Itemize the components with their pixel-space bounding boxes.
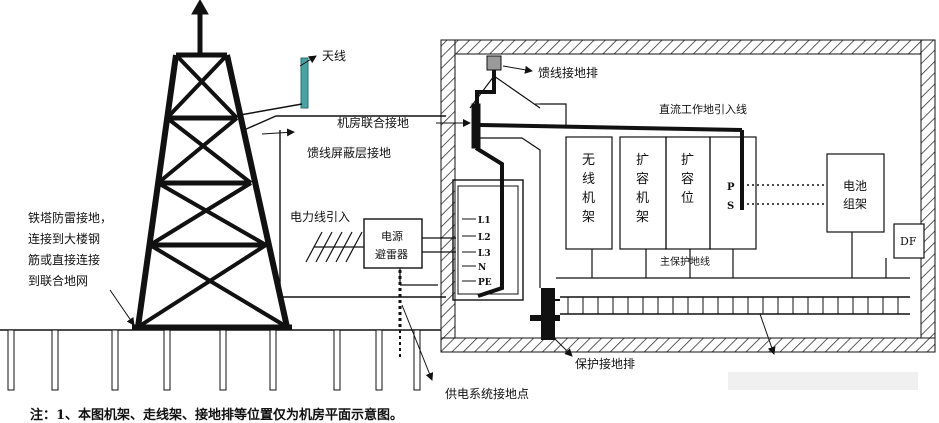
rack-group <box>556 136 910 279</box>
power-arrester <box>363 218 456 381</box>
lattice-tower <box>132 0 292 330</box>
antenna-label: 天线 <box>322 49 346 63</box>
battery-label-2: 组架 <box>843 197 867 211</box>
ground-rod <box>7 329 15 391</box>
ground-rod <box>111 329 119 391</box>
expansion-rack-char: 扩 <box>636 153 649 168</box>
terminal-n: N <box>478 263 486 273</box>
cable-tray <box>560 296 910 315</box>
power-line-in <box>305 231 364 263</box>
ground-rod <box>413 329 421 391</box>
df-box <box>893 223 925 259</box>
terminal-pe: PE <box>478 278 492 288</box>
arrester-label-2: 避雷器 <box>375 247 408 261</box>
power-line-in-label: 电力线引入 <box>290 210 350 224</box>
expansion-slot-char: 位 <box>681 191 694 206</box>
protect-ground-bar-label: 保护接地排 <box>575 356 635 371</box>
feeder-cable <box>243 115 446 298</box>
expansion-rack-char: 机 <box>636 191 649 206</box>
distribution-box <box>452 179 524 301</box>
tower-note-pointer <box>109 289 135 326</box>
arrester-label-1: 电源 <box>381 229 403 243</box>
tower-ground-note: 铁塔防雷接地， 连接到大楼钢 筋或直接连接 到联合地网 <box>28 210 112 288</box>
watermark <box>728 372 918 390</box>
feeder-shield-ground-label: 馈线屏蔽层接地 <box>307 145 391 160</box>
antenna <box>239 55 317 116</box>
dc-ground-lead-label: 直流工作地引入线 <box>659 102 747 116</box>
ground-rod <box>375 329 383 391</box>
tower-note-line-3: 筋或直接连接 <box>28 252 100 267</box>
radio-rack-char: 架 <box>582 210 595 225</box>
radio-rack-char: 机 <box>582 191 595 206</box>
radio-rack-char: 线 <box>582 172 595 187</box>
room-joint-ground <box>436 103 744 298</box>
battery-rack-box <box>826 153 885 233</box>
feeder-ground-bar-label: 馈线接地排 <box>538 65 598 80</box>
ground-rod <box>269 329 277 391</box>
ground-rod <box>219 329 227 391</box>
ground-rod <box>333 329 341 391</box>
ground-rod <box>163 329 171 391</box>
ps-label-s: S <box>727 201 734 212</box>
terminal-l3: L3 <box>478 249 491 259</box>
supply-ground-point-label: 供电系统接地点 <box>445 386 529 401</box>
terminal-l1: L1 <box>478 216 491 226</box>
ps-label-p: P <box>727 182 735 193</box>
ground-rod <box>51 329 59 391</box>
room-joint-ground-label: 机房联合接地 <box>337 115 409 130</box>
tower-note-line-1: 铁塔防雷接地， <box>28 210 112 225</box>
radio-rack-char: 无 <box>582 153 595 168</box>
tower-note-line-4: 到联合地网 <box>28 273 88 288</box>
battery-label-1: 电池 <box>843 179 867 193</box>
tower-note-line-2: 连接到大楼钢 <box>28 231 100 246</box>
footnote: 注：1、本图机架、走线架、接地排等位置仅为机房平面示意图。 <box>30 407 403 423</box>
ps-links <box>742 184 827 205</box>
expansion-rack-char: 容 <box>636 171 649 187</box>
terminal-l2: L2 <box>478 233 491 243</box>
expansion-slot-char: 容 <box>681 171 694 187</box>
protect-ground-bar <box>530 288 776 357</box>
expansion-slot-char: 扩 <box>681 153 694 168</box>
df-label: DF <box>900 235 917 248</box>
main-pe-line-label: 主保护地线 <box>660 255 710 268</box>
expansion-rack-char: 架 <box>636 210 649 225</box>
ground-rods <box>7 329 421 391</box>
feeder-shield-ground-pointer <box>261 128 295 137</box>
